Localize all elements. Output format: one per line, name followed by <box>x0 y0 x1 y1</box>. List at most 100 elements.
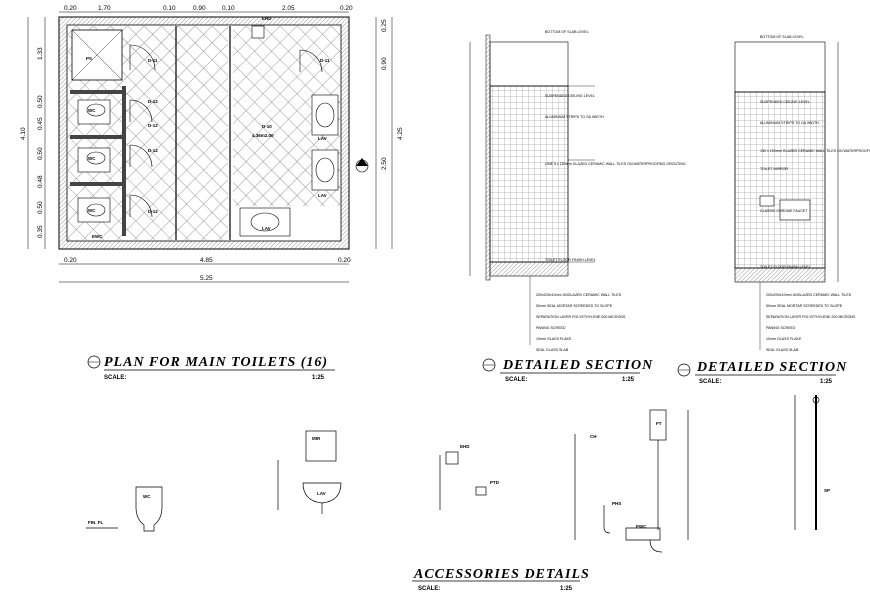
room-label: D-10 <box>262 124 272 129</box>
section1-notes: BOTTOM OF SLAB LEVEL SUSPENDED CEILING LE… <box>545 30 686 262</box>
accessory-label: EWC <box>636 524 647 529</box>
room-label: LAV <box>262 226 271 231</box>
section1-scale-value: 1:25 <box>622 377 635 383</box>
room-label: D-12 <box>148 99 158 104</box>
dim-left-label: 0.50 <box>37 95 44 108</box>
accessory-label: MIR <box>312 436 321 441</box>
dim-right-label: 0.90 <box>381 57 388 70</box>
accessory-label: EHD <box>460 444 470 449</box>
accessory-label: PTD <box>490 480 500 485</box>
plan-scale-label: SCALE: <box>104 375 126 381</box>
accessory-label: WC <box>143 494 151 499</box>
room-label: EHD <box>262 16 272 21</box>
section-layer: 200x200x10mm UNGLAZED CERAMIC WALL TILES <box>766 293 852 297</box>
section2-scale-value: 1:25 <box>820 379 833 385</box>
section-note: TOILET FLOOR FINISH LEVEL <box>545 258 596 262</box>
floor-level-label: FIN. FL <box>88 520 103 525</box>
acc-phs-drawing <box>603 505 611 534</box>
dim-right-label: 2.50 <box>381 157 388 170</box>
section-layer: SEAL GLASS SLAB <box>536 348 569 352</box>
dim-left-label: 0.50 <box>37 147 44 160</box>
cubicle-wall-2 <box>70 135 125 139</box>
accessory-label: LAV <box>317 491 326 496</box>
section1-slab <box>489 261 569 277</box>
section-note: LINE 5 x 150mm GLAZED CERAMIC WALL TILES… <box>545 162 686 166</box>
room-area-label: 4.36m2.00 <box>252 133 274 138</box>
accessory-label: FT <box>656 421 662 426</box>
room-label: EWC <box>92 234 103 239</box>
accessory-label: SP <box>824 488 830 493</box>
room-label: D-12 <box>148 209 158 214</box>
section1-title: DETAILED SECTION <box>502 358 653 373</box>
section-note: SUSPENDED CEILING LEVEL <box>545 94 595 98</box>
room-label: WC <box>88 108 96 113</box>
dim-left-label: 1.33 <box>37 47 44 60</box>
room-label: D-12 <box>148 148 158 153</box>
section1-scale-label: SCALE: <box>505 377 527 383</box>
section-note: CLASSIC CHROME FAUCET <box>760 209 808 213</box>
dim-left-overall: 4.10 <box>20 127 27 140</box>
room-label: D-11 <box>148 58 158 63</box>
section1-tile-wall <box>489 85 569 263</box>
section1-layers: 200x200x10mm UNGLAZED CERAMIC WALL TILES… <box>536 293 626 352</box>
section-layer: PANING SCREED <box>536 326 566 330</box>
section-layer: 10mm GLASS FLAKE <box>536 337 572 341</box>
section-layer: SEAL GLASS SLAB <box>766 348 799 352</box>
dim-bottom-label: 4.85 <box>200 257 213 264</box>
dim-left-label: 0.50 <box>37 201 44 214</box>
section-note: BOTTOM OF SLAB LEVEL <box>545 30 589 34</box>
dim-bottom-label: 0.20 <box>64 257 77 264</box>
drawing-titles: PLAN FOR MAIN TOILETS (16) SCALE: 1:25 D… <box>87 355 847 592</box>
acc-ptd-drawing <box>475 486 487 496</box>
section-note: SUSPENDED CEILING LEVEL <box>760 100 810 104</box>
dim-top-label: 0.90 <box>193 5 206 12</box>
section2-title: DETAILED SECTION <box>696 360 847 375</box>
dim-top-label: 0.10 <box>222 5 235 12</box>
accessories-scale-value: 1:25 <box>560 586 573 592</box>
dim-left-label: 0.45 <box>37 117 44 130</box>
section-note: ALUMINIUM STRIPS TO GA WIDTH <box>545 115 604 119</box>
section-layer: 50mm SEAL MORTAR SCREEDED TO SLOPE <box>536 304 613 308</box>
plan-scale-value: 1:25 <box>312 375 325 381</box>
acc-wc-drawing <box>135 486 163 532</box>
dim-top-label: 0.10 <box>163 5 176 12</box>
section2-slab <box>734 267 826 283</box>
section2-layers: 200x200x10mm UNGLAZED CERAMIC WALL TILES… <box>766 293 856 352</box>
room-label: WC <box>88 156 96 161</box>
section-note: BOTTOM OF SLAB LEVEL <box>760 35 804 39</box>
room-label: LAV <box>318 136 327 141</box>
detailed-section-2: BOTTOM OF SLAB LEVEL SUSPENDED CEILING LE… <box>734 35 870 352</box>
hand-dryer-plan <box>251 25 265 39</box>
section-layer: 10mm GLASS FLAKE <box>766 337 802 341</box>
section2-basin <box>779 199 811 221</box>
section-layer: 50mm SEAL MORTAR SCREEDED TO SLOPE <box>766 304 843 308</box>
dim-bottom-overall: 5.25 <box>200 275 213 282</box>
accessories-details <box>86 395 820 553</box>
dim-top-label: 0.20 <box>340 5 353 12</box>
acc-ehd-drawing <box>445 451 459 465</box>
section-note: ALUMINIUM STRIPS TO GA WIDTH <box>760 121 819 125</box>
section-layer: PANING SCREED <box>766 326 796 330</box>
room-label: WC <box>88 208 96 213</box>
acc-mirror-drawing <box>305 430 337 462</box>
room-label: D-11 <box>320 58 330 63</box>
room-label: LAV <box>318 193 327 198</box>
dim-top-label: 2.05 <box>282 5 295 12</box>
dim-left-label: 0.48 <box>37 175 44 188</box>
room-label: D-12 <box>148 123 158 128</box>
cubicle-wall-3 <box>70 182 125 186</box>
section2-tile-wall <box>734 91 826 269</box>
dim-right-label: 0.25 <box>381 19 388 32</box>
dim-top-label: 0.20 <box>64 5 77 12</box>
acc-lav-drawing <box>302 482 342 504</box>
section-note: 150 x 150mm GLAZED CERAMIC WALL TILES ON… <box>760 149 870 153</box>
door-swings <box>129 44 323 218</box>
wc-fixtures <box>77 99 111 223</box>
section2-notes: BOTTOM OF SLAB LEVEL SUSPENDED CEILING LE… <box>760 35 870 269</box>
